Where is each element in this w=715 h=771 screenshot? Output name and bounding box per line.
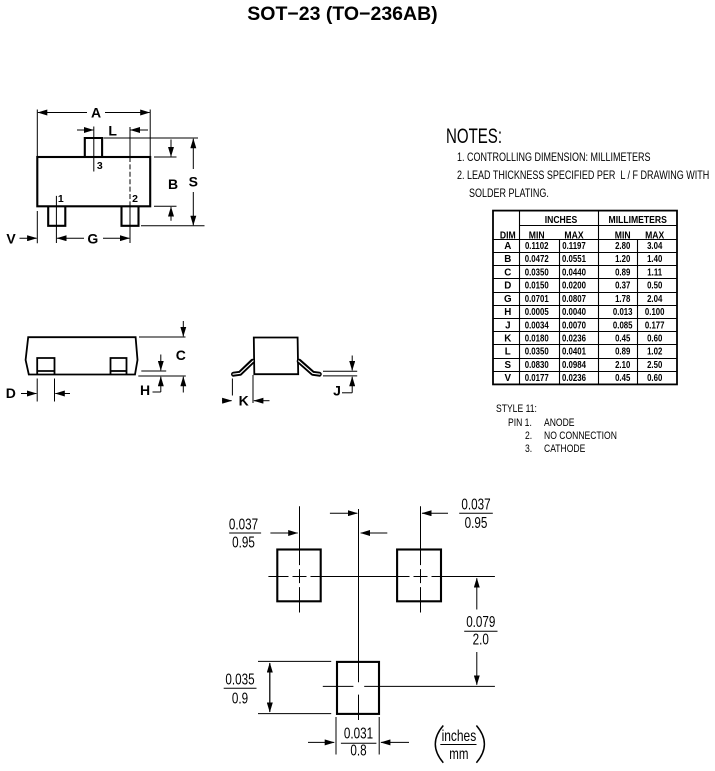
svg-text:0.89: 0.89 bbox=[615, 346, 630, 357]
svg-text:C: C bbox=[176, 347, 186, 363]
svg-text:0.177: 0.177 bbox=[645, 319, 665, 330]
svg-text:G: G bbox=[504, 294, 512, 305]
svg-text:MIN: MIN bbox=[615, 230, 631, 241]
svg-text:mm: mm bbox=[449, 744, 468, 762]
svg-text:0.0984: 0.0984 bbox=[562, 359, 586, 370]
svg-text:0.0034: 0.0034 bbox=[525, 319, 549, 330]
svg-text:0.0350: 0.0350 bbox=[525, 346, 549, 357]
svg-text:0.60: 0.60 bbox=[647, 333, 662, 344]
svg-text:0.45: 0.45 bbox=[615, 333, 630, 344]
svg-text:0.0551: 0.0551 bbox=[562, 253, 586, 264]
svg-text:K: K bbox=[239, 393, 249, 409]
svg-text:0.89: 0.89 bbox=[615, 267, 630, 278]
svg-text:0.0401: 0.0401 bbox=[562, 346, 586, 357]
svg-text:0.45: 0.45 bbox=[615, 372, 630, 383]
svg-text:0.0807: 0.0807 bbox=[562, 293, 586, 304]
svg-text:2.04: 2.04 bbox=[647, 293, 662, 304]
svg-text:0.0070: 0.0070 bbox=[562, 319, 586, 330]
svg-text:0.95: 0.95 bbox=[465, 513, 488, 531]
svg-text:MILLIMETERS: MILLIMETERS bbox=[609, 215, 667, 226]
svg-text:0.50: 0.50 bbox=[647, 280, 662, 291]
svg-text:0.035: 0.035 bbox=[225, 670, 254, 688]
svg-text:0.1102: 0.1102 bbox=[525, 240, 549, 251]
svg-text:0.0350: 0.0350 bbox=[525, 267, 549, 278]
svg-text:D: D bbox=[504, 281, 511, 292]
svg-text:0.0180: 0.0180 bbox=[525, 333, 549, 344]
svg-text:INCHES: INCHES bbox=[545, 215, 578, 226]
svg-text:2.0: 2.0 bbox=[473, 630, 489, 648]
svg-text:K: K bbox=[504, 334, 511, 345]
svg-text:0.0701: 0.0701 bbox=[525, 293, 549, 304]
svg-text:0.0040: 0.0040 bbox=[562, 306, 586, 317]
svg-text:0.0200: 0.0200 bbox=[562, 280, 586, 291]
svg-text:0.100: 0.100 bbox=[645, 306, 665, 317]
svg-text:S: S bbox=[189, 173, 198, 189]
svg-text:B: B bbox=[168, 176, 178, 192]
svg-text:V: V bbox=[505, 373, 512, 384]
svg-text:inches: inches bbox=[442, 726, 477, 744]
svg-text:L: L bbox=[108, 122, 117, 138]
svg-text:1.40: 1.40 bbox=[647, 253, 662, 264]
svg-text:MAX: MAX bbox=[645, 230, 665, 241]
svg-text:1.78: 1.78 bbox=[615, 293, 630, 304]
svg-text:V: V bbox=[6, 230, 16, 246]
svg-text:C: C bbox=[504, 267, 511, 278]
svg-text:0.95: 0.95 bbox=[232, 533, 255, 551]
svg-text:L: L bbox=[505, 347, 511, 358]
svg-text:3: 3 bbox=[97, 160, 103, 172]
svg-text:0.37: 0.37 bbox=[615, 280, 630, 291]
svg-text:2.50: 2.50 bbox=[647, 359, 662, 370]
svg-text:0.031: 0.031 bbox=[344, 724, 373, 742]
svg-text:0.0236: 0.0236 bbox=[562, 372, 586, 383]
svg-text:H: H bbox=[504, 307, 511, 318]
svg-text:1.02: 1.02 bbox=[647, 346, 662, 357]
svg-text:1.20: 1.20 bbox=[615, 253, 630, 264]
svg-text:0.0440: 0.0440 bbox=[562, 267, 586, 278]
svg-text:0.037: 0.037 bbox=[229, 515, 258, 533]
svg-text:MIN: MIN bbox=[529, 230, 545, 241]
svg-text:G: G bbox=[87, 230, 98, 246]
svg-text:A: A bbox=[504, 241, 511, 252]
svg-text:0.60: 0.60 bbox=[647, 372, 662, 383]
svg-text:0.0472: 0.0472 bbox=[525, 253, 549, 264]
svg-text:0.037: 0.037 bbox=[461, 495, 490, 513]
svg-text:0.0177: 0.0177 bbox=[525, 372, 549, 383]
svg-text:2: 2 bbox=[132, 193, 138, 205]
svg-text:1: 1 bbox=[58, 193, 64, 205]
svg-text:A: A bbox=[91, 105, 101, 121]
svg-text:0.0830: 0.0830 bbox=[525, 359, 549, 370]
svg-text:0.0005: 0.0005 bbox=[525, 306, 549, 317]
svg-text:J: J bbox=[505, 320, 510, 331]
svg-text:D: D bbox=[6, 385, 16, 401]
svg-text:0.079: 0.079 bbox=[466, 612, 495, 630]
svg-text:2.80: 2.80 bbox=[615, 240, 630, 251]
svg-text:2.10: 2.10 bbox=[615, 359, 630, 370]
svg-text:H: H bbox=[140, 382, 150, 398]
svg-text:MAX: MAX bbox=[564, 230, 584, 241]
svg-text:0.1197: 0.1197 bbox=[562, 240, 586, 251]
svg-text:DIM: DIM bbox=[500, 230, 516, 241]
svg-text:0.085: 0.085 bbox=[613, 319, 633, 330]
svg-text:3.04: 3.04 bbox=[647, 240, 662, 251]
svg-text:B: B bbox=[504, 254, 511, 265]
svg-text:0.8: 0.8 bbox=[350, 741, 366, 759]
svg-text:J: J bbox=[333, 383, 341, 399]
svg-text:0.0150: 0.0150 bbox=[525, 280, 549, 291]
svg-text:0.013: 0.013 bbox=[613, 306, 633, 317]
svg-text:0.0236: 0.0236 bbox=[562, 333, 586, 344]
svg-text:1.11: 1.11 bbox=[647, 267, 662, 278]
svg-text:0.9: 0.9 bbox=[232, 689, 248, 707]
svg-text:S: S bbox=[505, 360, 512, 371]
